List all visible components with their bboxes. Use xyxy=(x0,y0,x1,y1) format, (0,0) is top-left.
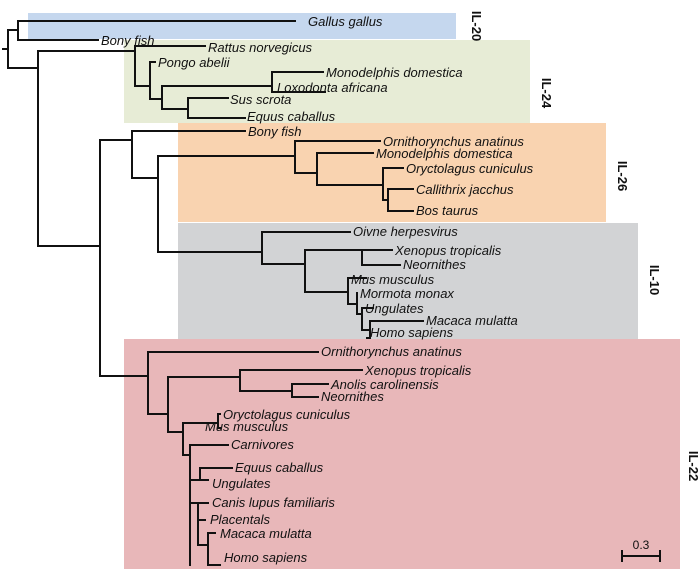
leaf-ornithorynchus-anatinus: Ornithorynchus anatinus xyxy=(383,134,524,149)
leaf-ungulates: Ungulates xyxy=(365,301,424,316)
clade-label-il20: IL-20 xyxy=(469,11,484,41)
leaf-homo-sapiens: Homo sapiens xyxy=(370,325,454,340)
leaf-equus-caballus: Equus caballus xyxy=(247,109,336,124)
leaf-sus-scrota: Sus scrota xyxy=(230,92,291,107)
leaf-anolis-carolinensis: Anolis carolinensis xyxy=(330,377,439,392)
clade-label-il22: IL-22 xyxy=(686,451,699,481)
clade-box-il26 xyxy=(178,123,606,222)
leaf-bos-taurus: Bos taurus xyxy=(416,203,479,218)
leaf-oryctolagus-cuniculus: Oryctolagus cuniculus xyxy=(223,407,351,422)
leaf-ungulates: Ungulates xyxy=(212,476,271,491)
leaf-macaca-mulatta: Macaca mulatta xyxy=(426,313,518,328)
leaf-loxodonta-africana: Loxodonta africana xyxy=(277,80,388,95)
leaf-rattus-norvegicus: Rattus norvegicus xyxy=(208,40,313,55)
leaf-monodelphis-domestica: Monodelphis domestica xyxy=(376,146,513,161)
leaf-mus-musculus: Mus musculus xyxy=(205,419,289,434)
leaf-neornithes: Neornithes xyxy=(321,389,384,404)
leaf-equus-caballus: Equus caballus xyxy=(235,460,324,475)
clade-label-il26: IL-26 xyxy=(615,161,630,191)
leaf-gallus-gallus: Gallus gallus xyxy=(308,14,383,29)
clade-box-il24 xyxy=(124,40,530,123)
leaf-bony-fish: Bony fish xyxy=(248,124,301,139)
leaf-mus-musculus: Mus musculus xyxy=(351,272,435,287)
leaf-mormota-monax: Mormota monax xyxy=(360,286,454,301)
clade-label-il10: IL-10 xyxy=(647,265,662,295)
leaf-callithrix-jacchus: Callithrix jacchus xyxy=(416,182,514,197)
leaf-macaca-mulatta: Macaca mulatta xyxy=(220,526,312,541)
leaf-homo-sapiens: Homo sapiens xyxy=(224,550,308,565)
leaf-oryctolagus-cuniculus: Oryctolagus cuniculus xyxy=(406,161,534,176)
leaf-xenopus-tropicalis: Xenopus tropicalis xyxy=(364,363,472,378)
leaf-oivne-herpesvirus: Oivne herpesvirus xyxy=(353,224,458,239)
leaf-pongo-abelii: Pongo abelii xyxy=(158,55,231,70)
leaf-ornithorynchus-anatinus: Ornithorynchus anatinus xyxy=(321,344,462,359)
leaf-carnivores: Carnivores xyxy=(231,437,294,452)
leaf-bony-fish: Bony fish xyxy=(101,33,154,48)
leaf-neornithes: Neornithes xyxy=(403,257,466,272)
clade-box-il20 xyxy=(28,13,456,39)
leaf-placentals: Placentals xyxy=(210,512,270,527)
scale-bar-line xyxy=(621,550,661,562)
clade-label-il24: IL-24 xyxy=(539,78,554,109)
leaf-canis-lupus-familiaris: Canis lupus familiaris xyxy=(212,495,335,510)
scale-bar-label: 0.3 xyxy=(633,538,650,552)
leaf-xenopus-tropicalis: Xenopus tropicalis xyxy=(394,243,502,258)
tree-branches xyxy=(2,20,661,566)
leaf-monodelphis-domestica: Monodelphis domestica xyxy=(326,65,463,80)
